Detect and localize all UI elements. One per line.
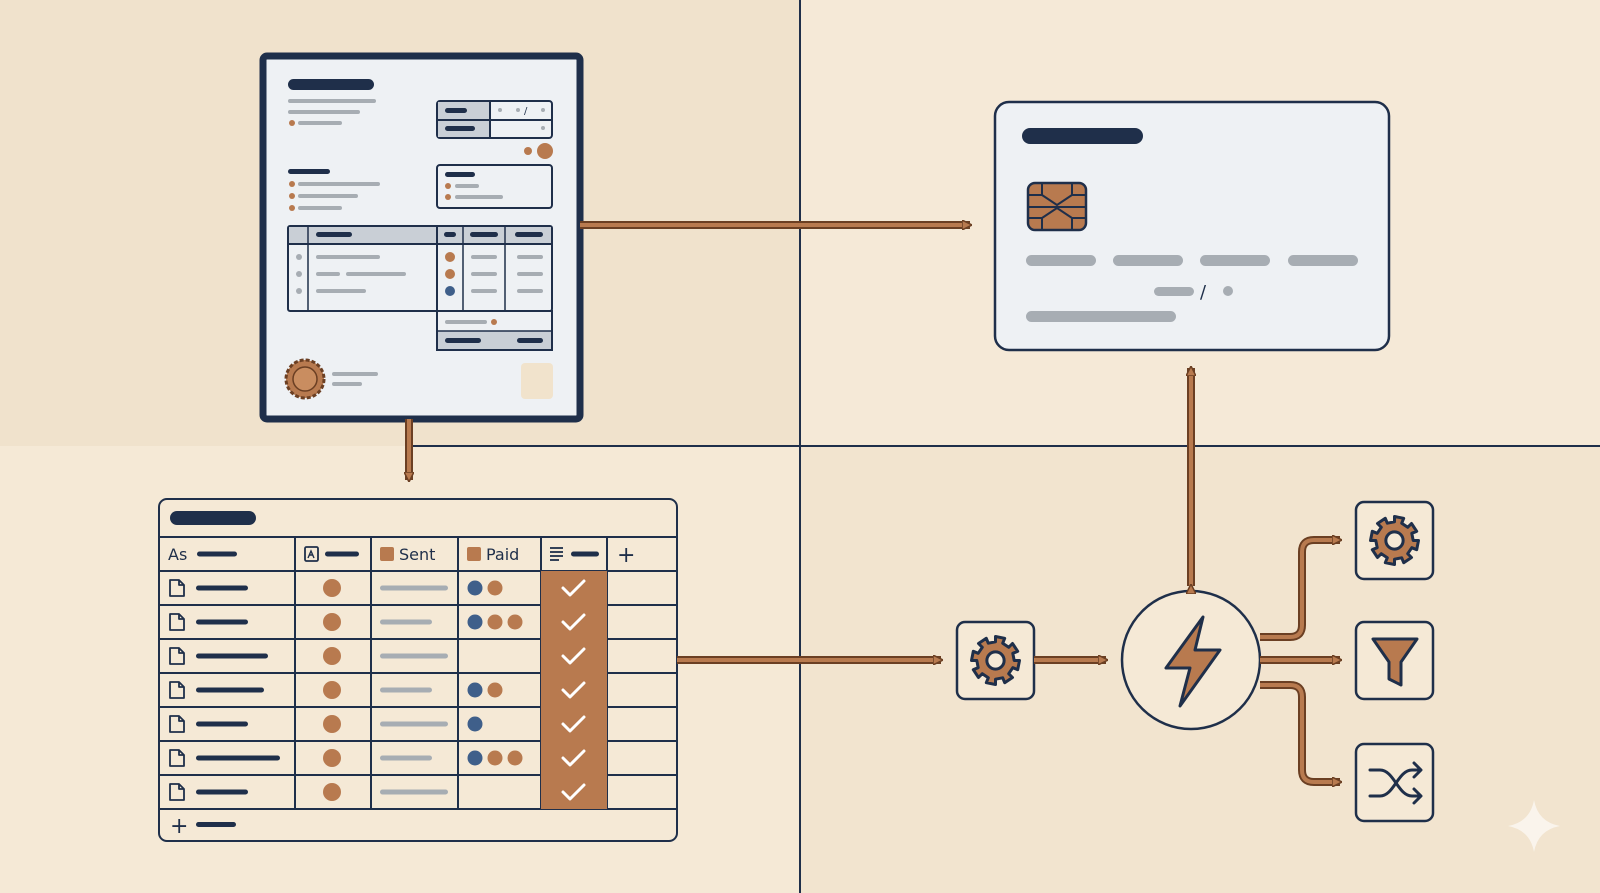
invoice-address-box [436, 164, 553, 209]
chip-icon [1026, 181, 1088, 232]
check-icon[interactable] [561, 579, 586, 597]
shuffle-icon [1368, 761, 1423, 805]
invoice-title-bar [288, 79, 374, 90]
lightning-icon [1164, 615, 1222, 708]
status-dot [323, 783, 341, 801]
document-icon [169, 647, 185, 665]
table-header-row: As Sent Paid + [168, 543, 635, 568]
column-label: As [168, 545, 187, 564]
status-dot [323, 715, 341, 733]
table-row[interactable] [169, 579, 586, 597]
table-row[interactable] [169, 647, 586, 665]
card-expiry-slash: / [1200, 282, 1207, 303]
table-row[interactable] [169, 715, 586, 733]
column-header-1[interactable] [304, 546, 359, 562]
document-icon [169, 749, 185, 767]
arrow-hub-to-gear-output [1260, 540, 1340, 641]
payment-dot [487, 750, 503, 766]
payment-dot [487, 682, 503, 698]
payment-dot [467, 716, 483, 732]
column-header-0[interactable]: As [168, 545, 237, 564]
check-icon[interactable] [561, 783, 586, 801]
arrow-hub-to-shuffle [1260, 681, 1340, 782]
add-row-button[interactable]: + [170, 814, 236, 839]
invoice-line-items-table [287, 225, 553, 350]
automation-hub[interactable] [1120, 589, 1262, 731]
invoice-totals-box [436, 310, 553, 351]
card-issuer-bar [1022, 128, 1143, 144]
check-icon[interactable] [561, 647, 586, 665]
invoice-logo-dot [537, 143, 553, 159]
column-header-4[interactable] [550, 547, 599, 561]
payment-card: / [993, 100, 1391, 352]
column-header-2[interactable]: Sent [380, 545, 435, 564]
document-icon [169, 715, 185, 733]
gear-icon [1369, 515, 1420, 566]
document-icon [169, 613, 185, 631]
status-dot [323, 579, 341, 597]
trigger-gear-node[interactable] [955, 620, 1036, 701]
payment-dot [467, 580, 483, 596]
check-icon[interactable] [561, 613, 586, 631]
check-icon[interactable] [561, 715, 586, 733]
formula-icon [304, 546, 319, 562]
table-row[interactable] [169, 613, 586, 631]
table-row[interactable] [169, 783, 586, 801]
checkbox-column [541, 571, 607, 809]
column-label: Sent [399, 545, 435, 564]
payment-dot [507, 750, 523, 766]
invoice-database-table: As Sent Paid + + [158, 498, 678, 842]
status-dot [323, 681, 341, 699]
signature-box [521, 363, 553, 399]
output-filter-node[interactable] [1354, 620, 1435, 701]
check-icon[interactable] [561, 749, 586, 767]
invoice-meta-box: / [436, 100, 553, 139]
payment-dot [487, 614, 503, 630]
column-label: Paid [486, 545, 519, 564]
connectors [409, 225, 1340, 782]
status-dot [323, 613, 341, 631]
document-icon [169, 783, 185, 801]
seal-icon [284, 358, 326, 400]
filter-icon [1371, 637, 1419, 687]
automation-flow [955, 500, 1435, 823]
invoice-document: / [259, 52, 584, 423]
column-header-3[interactable]: Paid [467, 545, 519, 564]
output-gear-node[interactable] [1354, 500, 1435, 581]
invoice-date-slash: / [524, 106, 528, 117]
payment-dot [467, 750, 483, 766]
add-column-button[interactable]: + [617, 543, 635, 568]
sparkle-icon [1508, 800, 1560, 852]
payment-dot [467, 614, 483, 630]
table-row[interactable] [169, 749, 586, 767]
payment-dot [487, 580, 503, 596]
svg-text:+: + [170, 814, 188, 839]
gear-icon [970, 635, 1021, 686]
check-icon[interactable] [561, 681, 586, 699]
payment-dot [507, 614, 523, 630]
status-icon [467, 547, 481, 561]
status-dot [323, 647, 341, 665]
payment-dot [467, 682, 483, 698]
database-title-bar [170, 511, 256, 525]
table-row[interactable] [169, 681, 586, 699]
lines-icon [550, 547, 563, 561]
document-icon [169, 579, 185, 597]
status-dot [323, 749, 341, 767]
status-icon [380, 547, 394, 561]
document-icon [169, 681, 185, 699]
output-shuffle-node[interactable] [1354, 742, 1435, 823]
